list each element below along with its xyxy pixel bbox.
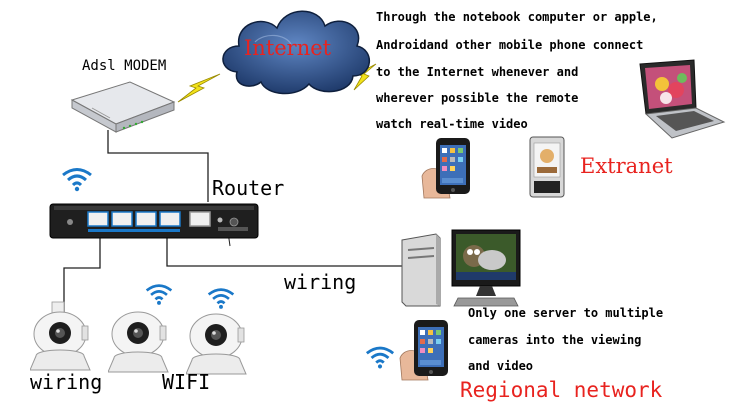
description-line: wherever possible the remote bbox=[376, 91, 579, 105]
modem-label: Adsl MODEM bbox=[82, 58, 167, 74]
internet-label: Internet bbox=[244, 36, 332, 60]
wifi-icon bbox=[365, 346, 395, 369]
wiring-label-top: wiring bbox=[284, 270, 357, 294]
wiring-label-bottom: wiring bbox=[30, 370, 103, 394]
laptop-icon bbox=[639, 59, 726, 139]
description-line: Androidand other mobile phone connect bbox=[376, 38, 644, 52]
desktop-pc-icon bbox=[401, 229, 521, 307]
ip-camera-icon bbox=[186, 313, 247, 375]
modem-icon bbox=[70, 81, 176, 133]
wifi-icon bbox=[145, 284, 173, 305]
wifi-icon bbox=[62, 168, 92, 192]
extranet-label: Extranet bbox=[580, 154, 673, 178]
regional-network-label: Regional network bbox=[460, 378, 663, 402]
router-label: Router bbox=[212, 176, 285, 200]
wifi-icon bbox=[207, 288, 235, 309]
ip-camera-icon bbox=[108, 311, 169, 373]
regional-line: and video bbox=[468, 359, 534, 373]
smartphone-icon bbox=[529, 136, 565, 198]
ip-camera-icon bbox=[30, 301, 91, 371]
smartphone-icon bbox=[399, 320, 448, 381]
regional-line: Only one server to multiple bbox=[468, 306, 664, 320]
wifi-label: WIFI bbox=[162, 370, 211, 394]
description-line: to the Internet whenever and bbox=[376, 65, 579, 79]
lightning-icon bbox=[177, 73, 221, 103]
smartphone-icon bbox=[421, 138, 470, 199]
cloud-icon bbox=[222, 10, 371, 95]
description-line: Through the notebook computer or apple, bbox=[376, 10, 658, 24]
router-icon bbox=[49, 203, 259, 239]
description-line: watch real-time video bbox=[376, 117, 528, 131]
regional-line: cameras into the viewing bbox=[468, 333, 642, 347]
